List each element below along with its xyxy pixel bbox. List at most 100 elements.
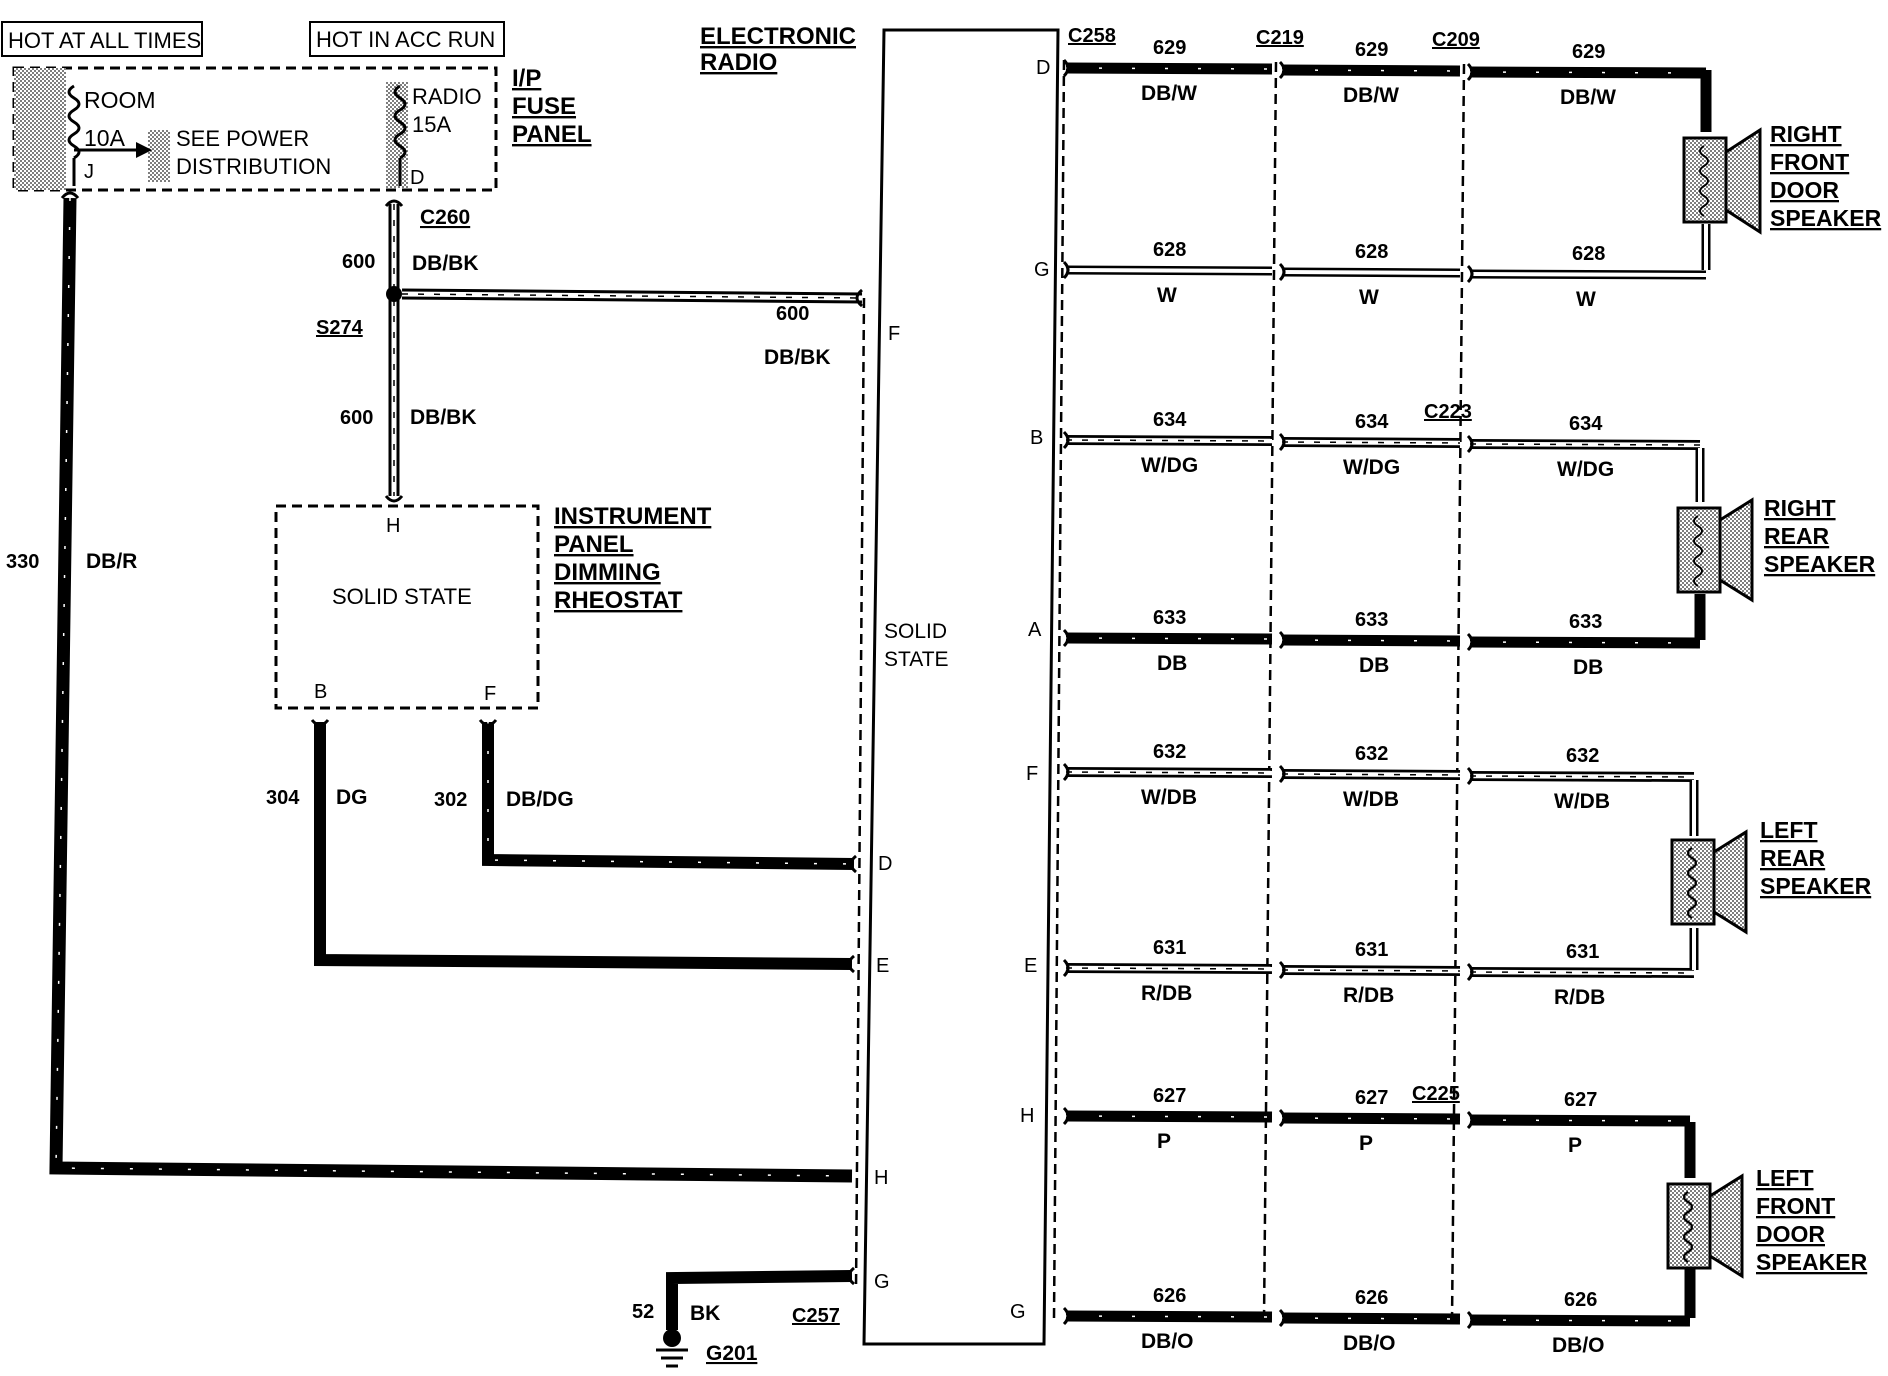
fuse-panel-title-1: I/P [512, 65, 541, 92]
wire-number-label: 626 [1153, 1285, 1186, 1307]
wire-color-label: W/DG [1141, 454, 1198, 477]
radio-fuse-pin: D [410, 167, 424, 189]
speaker-icon [1724, 127, 1762, 235]
rheostat-title-4: RHEOSTAT [554, 587, 683, 614]
radio-left-pin-h: H [874, 1167, 888, 1189]
room-fuse-icon [67, 84, 81, 160]
radio-left-pin-e: E [876, 955, 889, 977]
wire-number-label: 628 [1572, 243, 1605, 265]
room-fuse-label: ROOM [84, 87, 156, 113]
ground-g201: G201 [706, 1342, 758, 1365]
radio-pin-a: A [1028, 619, 1042, 641]
wire-color-label: DB [1157, 652, 1187, 675]
speaker-leads [1684, 70, 1712, 1318]
rheostat-title-1: INSTRUMENT [554, 503, 712, 530]
wire-color-label: P [1568, 1134, 1582, 1157]
lf-speaker-label-4: SPEAKER [1756, 1249, 1868, 1275]
splice-s274: S274 [316, 317, 364, 339]
right-front-door-speaker: RIGHT FRONT DOOR SPEAKER [1682, 121, 1882, 235]
wire-52-ground: 52 BK C257 G201 [632, 1266, 855, 1368]
power-arrow-icon [136, 142, 152, 158]
rheostat-solid-state: SOLID STATE [332, 584, 472, 609]
wire-52-number: 52 [632, 1301, 654, 1323]
wire-302-number: 302 [434, 789, 467, 811]
left-front-door-speaker: LEFT FRONT DOOR SPEAKER [1666, 1165, 1868, 1279]
wire-number-label: 628 [1153, 239, 1186, 261]
wire-600-c-number: 600 [776, 303, 809, 325]
radio-title-1: ELECTRONIC [700, 23, 856, 50]
radio-fuse-label: RADIO [412, 84, 482, 109]
wire-number-label: 626 [1564, 1289, 1597, 1311]
wire-color-label: DB [1359, 654, 1389, 677]
lr-speaker-label-1: LEFT [1760, 817, 1818, 843]
wire-number-label: 629 [1355, 39, 1388, 61]
radio-fuse-icon [393, 84, 407, 160]
hot-in-acc-run-box: HOT IN ACC RUN [309, 21, 505, 57]
wire-600-b-number: 600 [340, 407, 373, 429]
hot-at-all-times-box: HOT AT ALL TIMES [1, 21, 203, 57]
wire-number-label: 632 [1355, 743, 1388, 765]
wire-600-a-color: DB/BK [412, 252, 479, 275]
dimming-rheostat: H B F SOLID STATE INSTRUMENT PANEL DIMMI… [274, 503, 712, 710]
wire-number-label: 633 [1153, 607, 1186, 629]
radio-left-pin-d: D [878, 853, 892, 875]
wire-52-color: BK [690, 1302, 720, 1325]
radio-pin-b: B [1030, 427, 1043, 449]
connector-c258-line [1052, 59, 1066, 1319]
wire-600-horizontal: 600 DB/BK [401, 288, 863, 369]
wire-color-label: P [1359, 1132, 1373, 1155]
room-fuse-shading [14, 68, 66, 190]
rf-speaker-label-4: SPEAKER [1770, 205, 1882, 231]
rheostat-pin-b: B [314, 681, 327, 703]
lr-speaker-label-3: SPEAKER [1760, 873, 1872, 899]
rheostat-pin-h: H [386, 515, 400, 537]
rf-speaker-label-3: DOOR [1770, 177, 1839, 203]
wire-color-label: DB/W [1141, 82, 1197, 105]
connector-c223: C223 [1424, 401, 1472, 423]
radio-pin-h: H [1020, 1105, 1034, 1127]
lf-speaker-label-2: FRONT [1756, 1193, 1835, 1219]
wire-color-label: W [1576, 288, 1596, 311]
wire-color-label: DB/O [1552, 1334, 1605, 1357]
fuse-panel-title-2: FUSE [512, 93, 576, 120]
power-dist-shading [148, 130, 170, 182]
wire-color-label: R/DB [1141, 982, 1192, 1005]
hot-in-acc-run-label: HOT IN ACC RUN [316, 27, 495, 52]
speaker-icon [1712, 829, 1748, 935]
fuse-panel-title-3: PANEL [512, 121, 592, 148]
rheostat-title-3: DIMMING [554, 559, 661, 586]
wire-color-label: R/DB [1554, 986, 1605, 1009]
wire-color-label: P [1157, 1130, 1171, 1153]
radio-left-pin-g: G [874, 1271, 890, 1293]
radio-pin-d: D [1036, 57, 1050, 79]
wire-330-number: 330 [6, 551, 39, 573]
wire-number-label: 626 [1355, 1287, 1388, 1309]
rf-speaker-label-2: FRONT [1770, 149, 1849, 175]
wire-number-label: 629 [1572, 41, 1605, 63]
rheostat-pin-f: F [484, 683, 496, 705]
wire-302-color: DB/DG [506, 788, 574, 811]
hot-at-all-times-label: HOT AT ALL TIMES [8, 28, 201, 53]
wire-304-color: DG [336, 786, 368, 809]
speaker-icon [1718, 497, 1754, 603]
lf-speaker-label-1: LEFT [1756, 1165, 1814, 1191]
wire-color-label: W/DB [1141, 786, 1197, 809]
wire-color-label: DB/W [1343, 84, 1399, 107]
wire-color-label: W [1359, 286, 1379, 309]
connector-c225: C225 [1412, 1083, 1460, 1105]
rf-speaker-label-1: RIGHT [1770, 121, 1842, 147]
wire-number-label: 631 [1153, 937, 1186, 959]
wire-number-label: 633 [1355, 609, 1388, 631]
radio-title-2: RADIO [700, 49, 777, 76]
wire-color-label: W/DB [1554, 790, 1610, 813]
wire-number-label: 632 [1566, 745, 1599, 767]
wire-number-label: 627 [1564, 1089, 1597, 1111]
distribution-label: DISTRIBUTION [176, 154, 331, 179]
rr-speaker-label-1: RIGHT [1764, 495, 1836, 521]
wire-color-label: W [1157, 284, 1177, 307]
